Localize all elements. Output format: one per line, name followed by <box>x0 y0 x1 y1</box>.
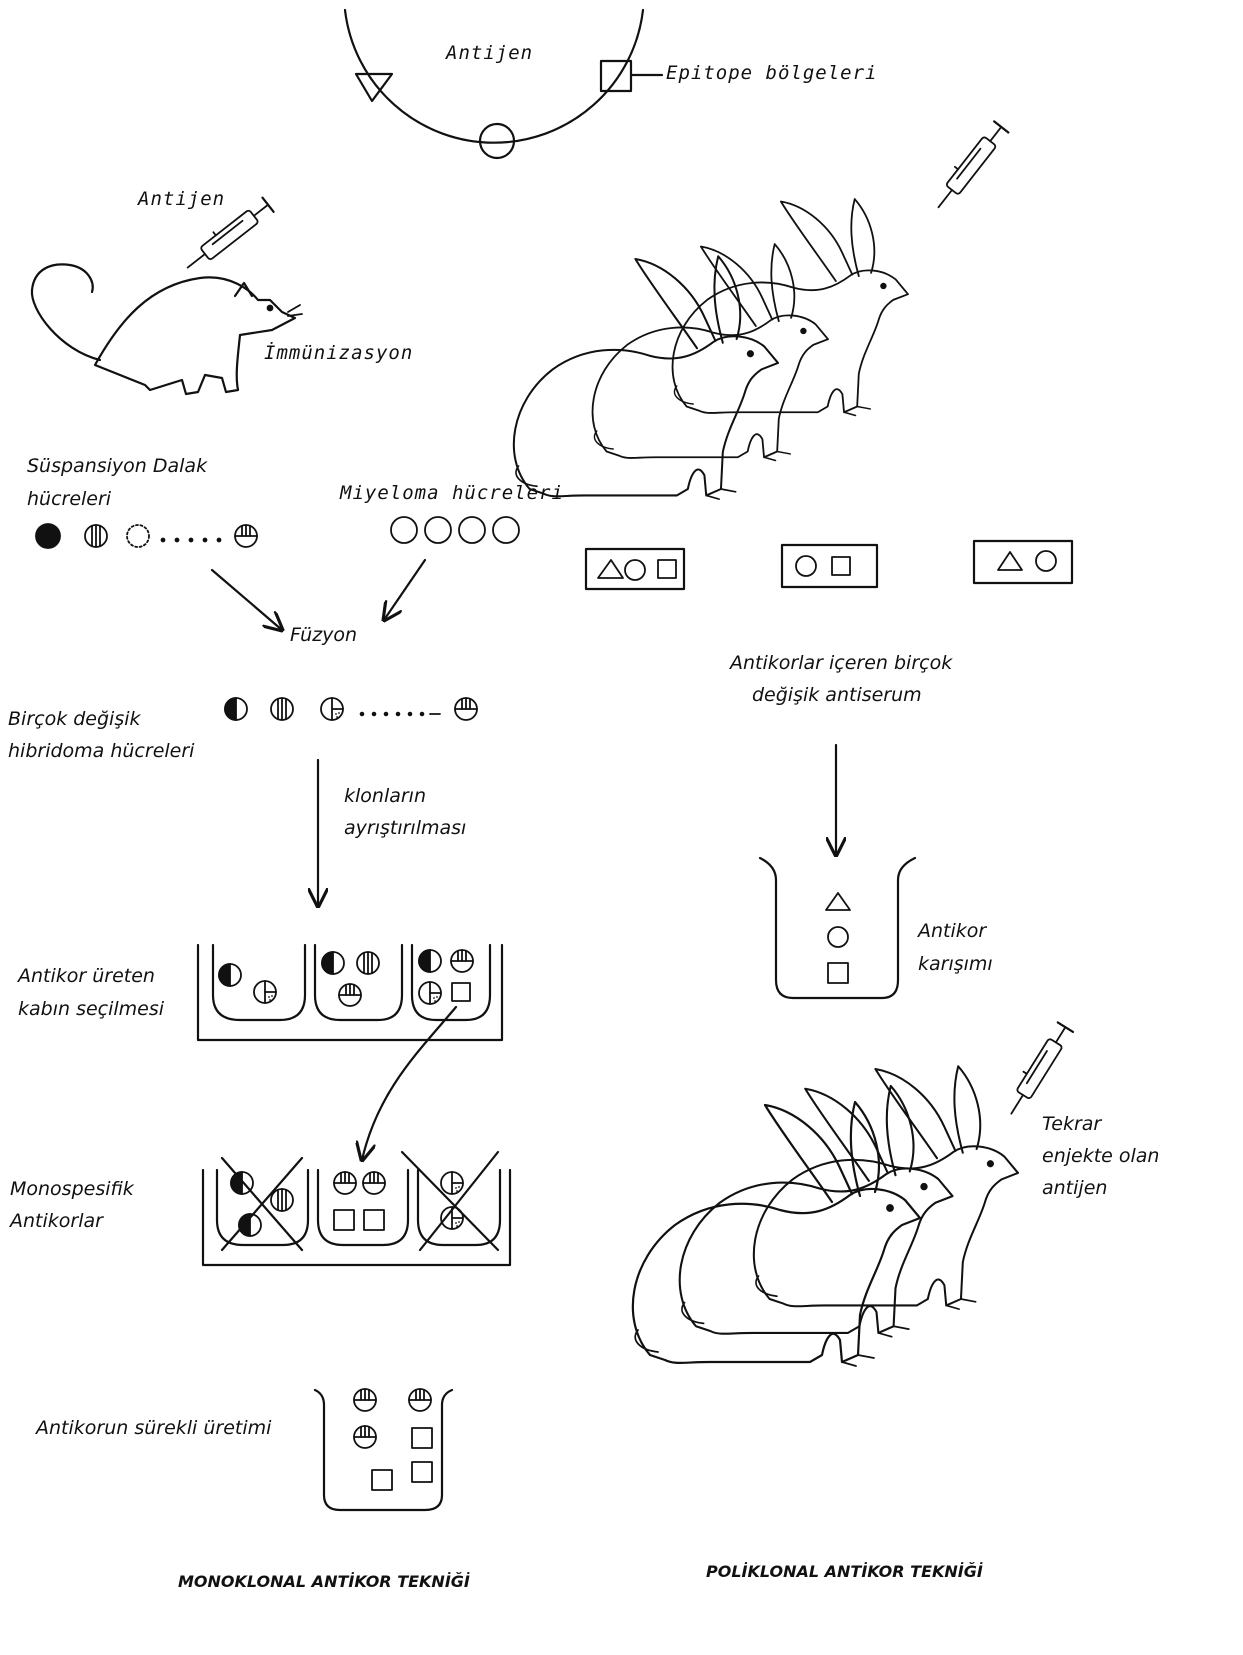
immunization-label: İmmünizasyon <box>264 342 413 364</box>
myeloma-cells <box>391 517 519 543</box>
reinject-label-line1: Tekrar <box>1042 1113 1101 1135</box>
antiserum-box <box>782 545 877 587</box>
rabbits-group-top <box>514 199 908 499</box>
antiserum-label-line1: Antikorlar içeren birçok <box>730 652 952 674</box>
antiserum-box <box>586 549 684 589</box>
rabbits-group-bottom <box>633 1066 1018 1366</box>
selection-plate <box>198 945 502 1040</box>
monospecific-label-line2: Antikorlar <box>10 1210 103 1232</box>
antiserum-box <box>974 541 1072 583</box>
clone-label-line1: klonların <box>344 785 426 807</box>
continuous-beaker <box>315 1389 452 1510</box>
mixture-label-line2: karışımı <box>918 953 993 975</box>
spleen-label-line2: hücreleri <box>27 488 111 510</box>
injection-label: Antijen <box>138 188 225 210</box>
epitope-square <box>601 61 631 91</box>
continuous-label: Antikorun sürekli üretimi <box>36 1417 271 1439</box>
mixture-beaker <box>760 858 915 998</box>
selection-label-line1: Antikor üreten <box>18 965 155 987</box>
spleen-cells <box>36 524 257 548</box>
antigen-label: Antijen <box>446 42 533 64</box>
polyclonal-title: POLİKLONAL ANTİKOR TEKNİĞİ <box>706 1562 983 1581</box>
arrow <box>384 560 425 620</box>
hybridoma-label-line2: hibridoma hücreleri <box>8 740 194 762</box>
hybridoma-label-line1: Birçok değişik <box>8 708 141 730</box>
epitope-label: Epitope bölgeleri <box>666 62 877 84</box>
hybridoma-cells <box>225 698 477 720</box>
arrow <box>362 1007 456 1160</box>
spleen-label-line1: Süspansiyon Dalak <box>27 455 207 477</box>
rat-illustration <box>32 264 302 394</box>
monoclonal-title: MONOKLONAL ANTİKOR TEKNİĞİ <box>178 1572 470 1591</box>
reinject-label-line2: enjekte olan <box>1042 1145 1159 1167</box>
myeloma-label: Miyeloma hücreleri <box>340 482 564 504</box>
syringe-icon <box>929 120 1008 213</box>
syringe-icon <box>1001 1021 1073 1119</box>
clone-label-line2: ayrıştırılması <box>344 817 466 839</box>
reinject-label-line3: antijen <box>1042 1177 1107 1199</box>
monospecific-plate <box>203 1152 510 1265</box>
antiserum-label-line2: değişik antiserum <box>752 684 922 706</box>
fusion-label: Füzyon <box>290 624 357 646</box>
arrow <box>212 570 282 630</box>
selection-label-line2: kabın seçilmesi <box>18 998 164 1020</box>
monospecific-label-line1: Monospesifik <box>10 1178 134 1200</box>
mixture-label-line1: Antikor <box>918 920 986 942</box>
